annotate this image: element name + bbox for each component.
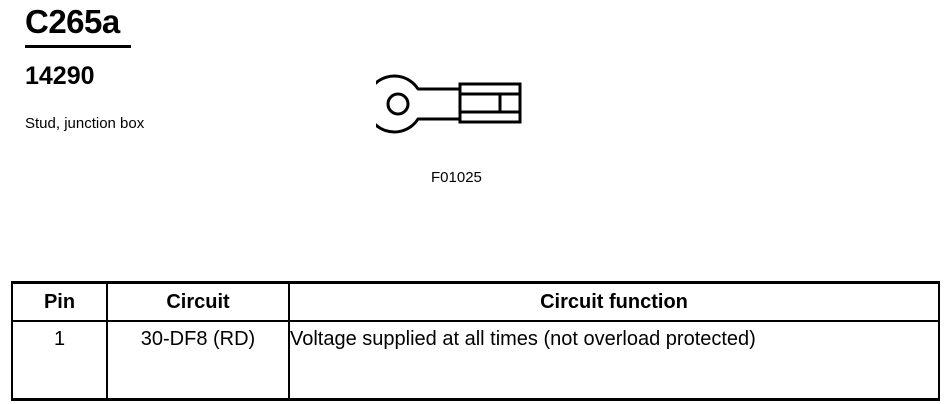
ring-terminal-icon — [364, 72, 524, 141]
circuit-function-cell: Voltage supplied at all times (not overl… — [288, 321, 940, 401]
pin-cell: 1 — [11, 321, 108, 401]
figure-id: F01025 — [431, 169, 482, 186]
circuit-cell: 30-DF8 (RD) — [106, 321, 290, 401]
table-row: 1 30-DF8 (RD) Voltage supplied at all ti… — [11, 321, 940, 401]
title-underline — [25, 45, 131, 48]
connector-description: Stud, junction box — [25, 115, 145, 132]
column-header-function: Circuit function — [288, 281, 940, 322]
pin-table: Pin Circuit Circuit function 1 30-DF8 (R… — [11, 281, 940, 401]
part-number: 14290 — [25, 62, 95, 90]
connector-id-title: C265a — [25, 3, 120, 40]
table-header-row: Pin Circuit Circuit function — [11, 281, 940, 322]
column-header-circuit: Circuit — [106, 281, 290, 322]
column-header-pin: Pin — [11, 281, 108, 322]
